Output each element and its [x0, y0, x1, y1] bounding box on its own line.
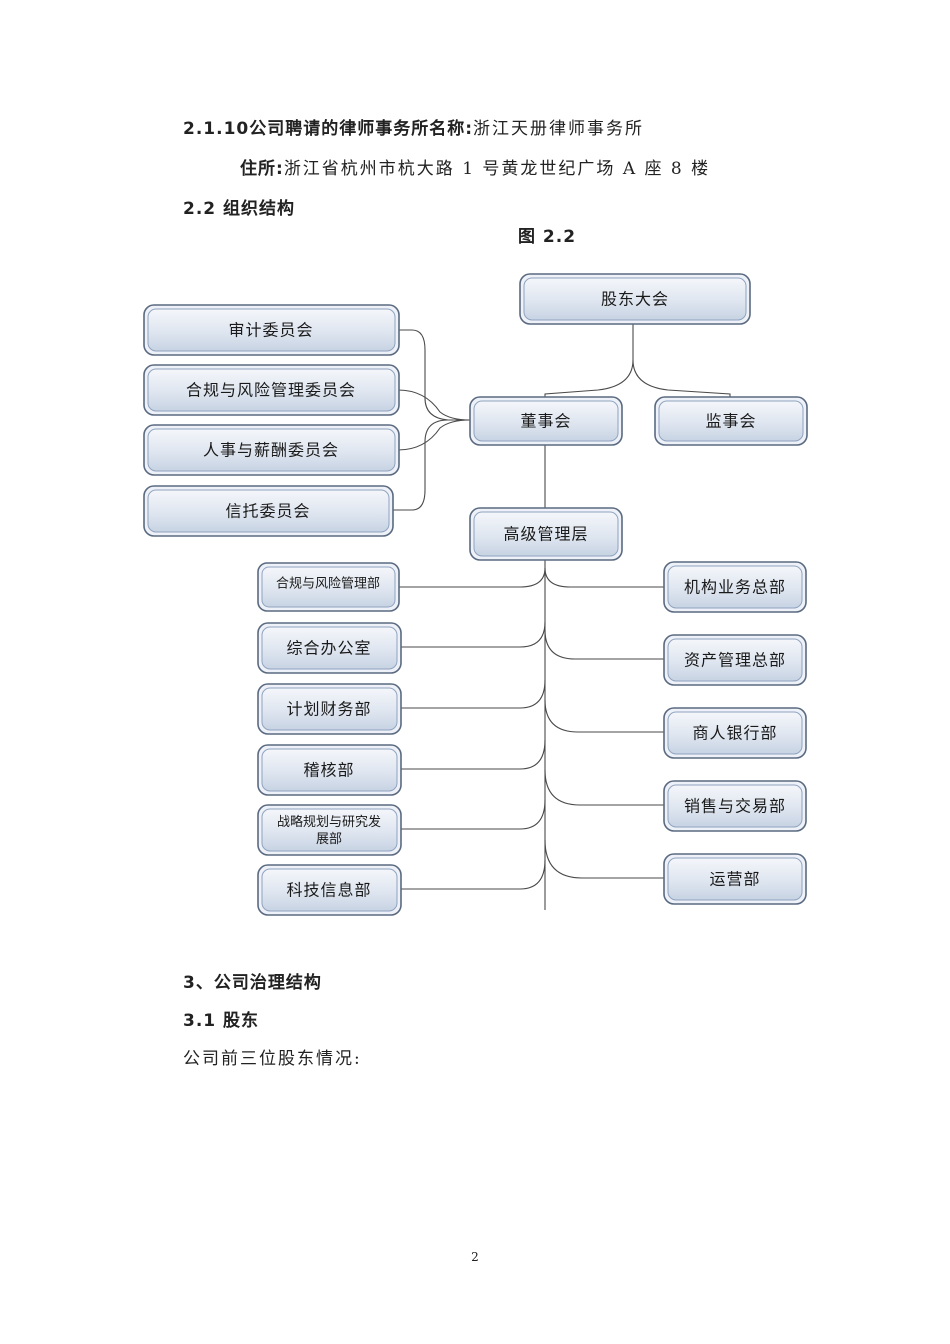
- committee-label: 合规与风险管理委员会: [186, 381, 356, 400]
- board-label: 董事会: [520, 412, 571, 431]
- section-governance-heading: 3、公司治理结构: [183, 973, 322, 993]
- committee-label: 信托委员会: [225, 502, 310, 521]
- left-department-box: 战略规划与研究发展部: [257, 804, 402, 856]
- right-department-label: 资产管理总部: [684, 651, 786, 670]
- committee-label: 人事与薪酬委员会: [203, 441, 339, 460]
- address-line: 住所:浙江省杭州市杭大路 1 号黄龙世纪广场 A 座 8 楼: [240, 158, 710, 180]
- committee-box: 审计委员会: [143, 304, 400, 356]
- board-box: 董事会: [469, 396, 623, 446]
- left-department-label: 稽核部: [303, 761, 354, 780]
- left-department-label: 综合办公室: [286, 639, 371, 658]
- committee-box: 人事与薪酬委员会: [143, 424, 400, 476]
- shareholders-intro: 公司前三位股东情况:: [183, 1049, 362, 1069]
- lawfirm-label: 2.1.10公司聘请的律师事务所名称:: [183, 119, 474, 139]
- committee-label: 审计委员会: [228, 321, 313, 340]
- senior-management-box: 高级管理层: [469, 507, 623, 561]
- shareholders-meeting-label: 股东大会: [601, 290, 669, 309]
- org-chart: 股东大会 董事会 监事会 高级管理层 审计委员会 合规与风险管理委员会 人事与薪…: [143, 273, 808, 916]
- right-department-box: 销售与交易部: [663, 780, 807, 832]
- right-department-box: 运营部: [663, 853, 807, 905]
- section-shareholders-heading: 3.1 股东: [183, 1011, 260, 1031]
- senior-management-label: 高级管理层: [503, 525, 588, 544]
- left-department-label: 战略规划与研究发展部: [277, 814, 381, 847]
- committee-box: 信托委员会: [143, 485, 394, 537]
- section-org-heading: 2.2 组织结构: [183, 199, 296, 219]
- page-number: 2: [471, 1250, 479, 1264]
- right-department-box: 商人银行部: [663, 707, 807, 759]
- left-department-box: 稽核部: [257, 744, 402, 796]
- address-label: 住所:: [240, 159, 284, 179]
- right-department-label: 运营部: [709, 870, 760, 889]
- right-department-label: 销售与交易部: [684, 797, 786, 816]
- org-connectors: [392, 323, 731, 910]
- right-department-label: 机构业务总部: [684, 578, 786, 597]
- address-value: 浙江省杭州市杭大路 1 号黄龙世纪广场 A 座 8 楼: [283, 159, 711, 179]
- left-department-box: 计划财务部: [257, 683, 402, 735]
- shareholders-meeting-box: 股东大会: [519, 273, 751, 325]
- left-department-label: 科技信息部: [286, 881, 371, 900]
- lawfirm-line: 2.1.10公司聘请的律师事务所名称:浙江天册律师事务所: [183, 118, 644, 140]
- left-department-box: 综合办公室: [257, 622, 402, 674]
- right-department-box: 机构业务总部: [663, 561, 807, 613]
- right-department-box: 资产管理总部: [663, 634, 807, 686]
- left-department-label: 计划财务部: [286, 700, 371, 719]
- figure-title: 图 2.2: [518, 227, 577, 247]
- committee-box: 合规与风险管理委员会: [143, 364, 400, 416]
- left-department-box: 科技信息部: [257, 864, 402, 916]
- left-department-label: 合规与风险管理部: [276, 577, 380, 592]
- lawfirm-value: 浙江天册律师事务所: [473, 119, 645, 139]
- right-department-label: 商人银行部: [692, 724, 777, 743]
- supervisory-board-box: 监事会: [654, 396, 808, 446]
- left-department-box: 合规与风险管理部: [257, 562, 400, 612]
- supervisory-board-label: 监事会: [705, 412, 756, 431]
